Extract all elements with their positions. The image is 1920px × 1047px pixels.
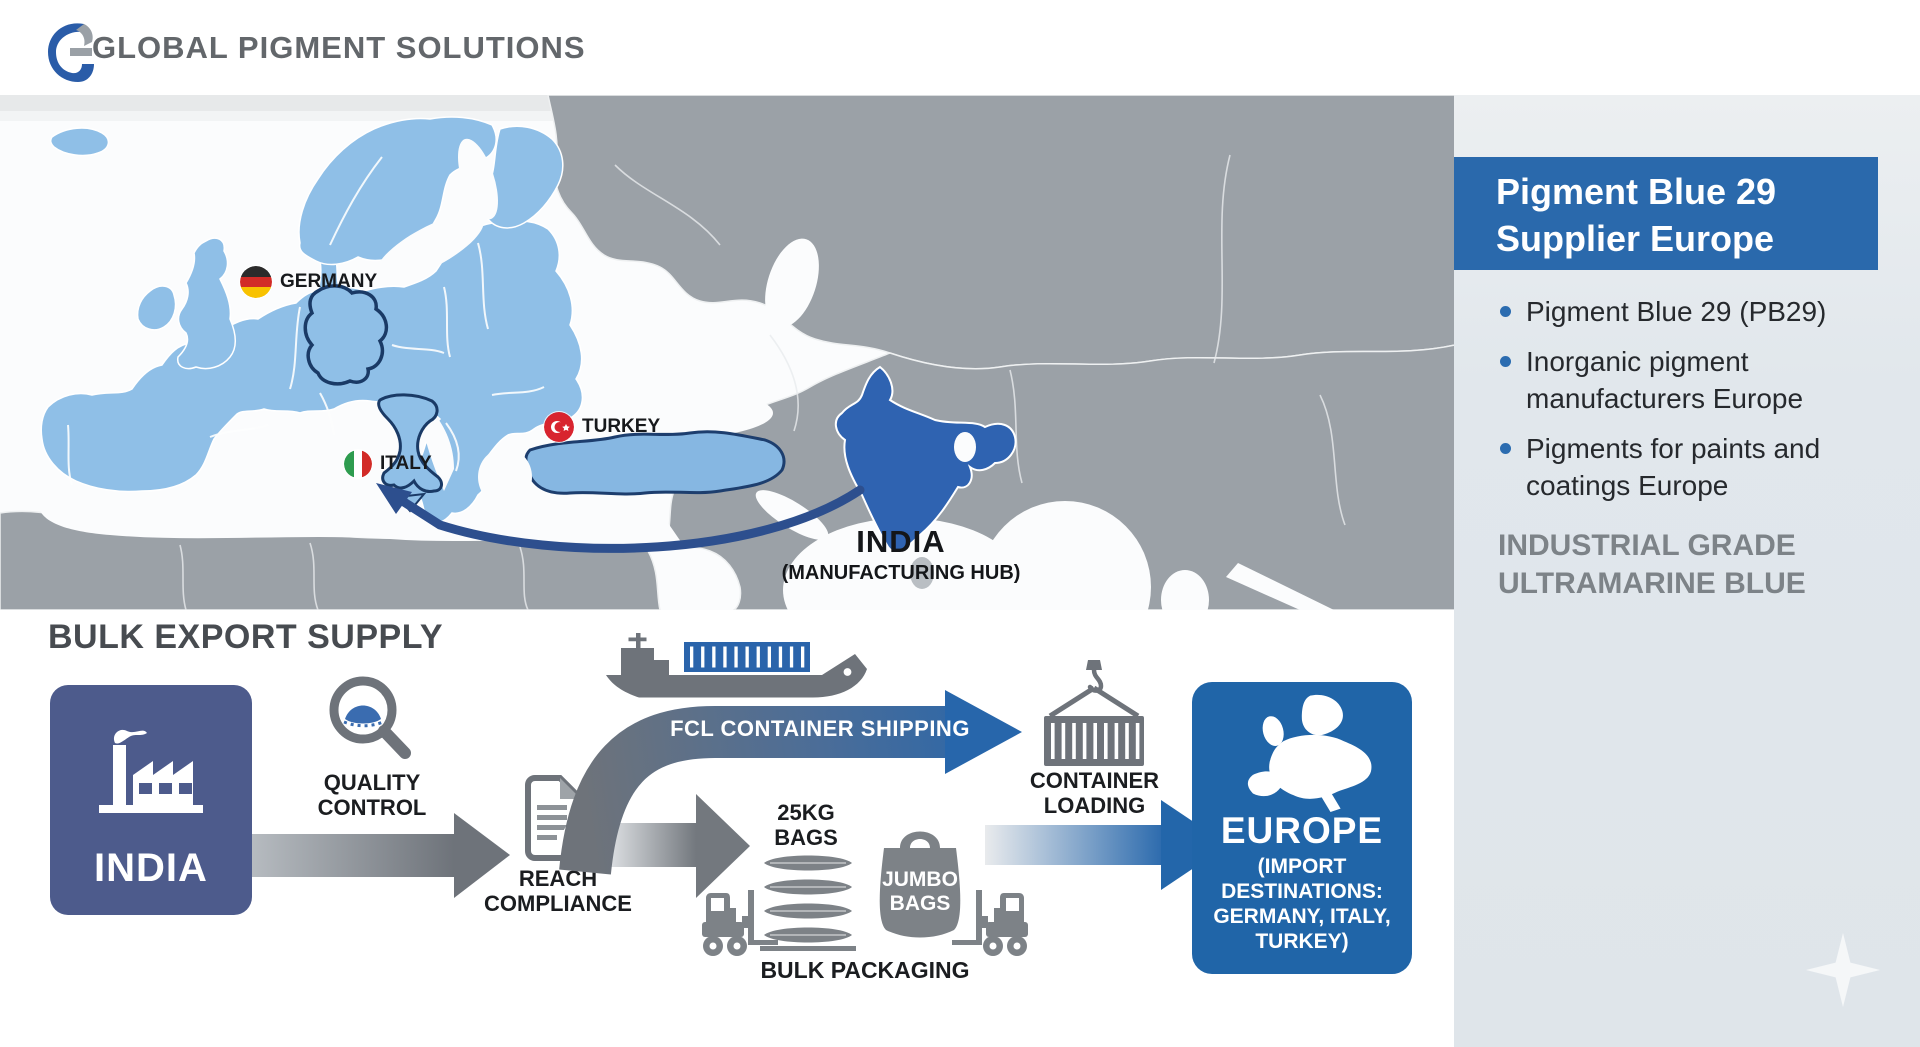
arrow-reach-to-packaging — [610, 794, 750, 898]
india-map-label: INDIA (MANUFACTURING HUB) — [776, 524, 1026, 585]
stacked-bags-icon — [760, 855, 856, 951]
arrow-india-to-qc — [252, 813, 510, 898]
flow-heading: BULK EXPORT SUPPLY — [48, 618, 444, 656]
quality-control-label: QUALITY CONTROL — [317, 770, 427, 820]
turkey-flag-icon — [544, 412, 574, 442]
jumbo-bag-icon — [879, 831, 961, 938]
italy-flag-icon — [344, 450, 372, 478]
europe-silhouette-icon — [1247, 694, 1372, 812]
bags-25kg-label: 25KG BAGS — [774, 800, 838, 850]
reach-compliance-label: REACH COMPLIANCE — [484, 866, 632, 916]
sidebar-bullet-3: Pigments for paints and coatings Europe — [1498, 430, 1900, 504]
germany-flag-icon — [240, 266, 272, 298]
sidebar-bullet-1: Pigment Blue 29 (PB29) — [1498, 293, 1900, 330]
fcl-shipping-label: FCL CONTAINER SHIPPING — [670, 716, 970, 741]
europe-box-subtitle: (IMPORT DESTINATIONS: GERMANY, ITALY, TU… — [1213, 855, 1391, 953]
india-source-label: INDIA — [94, 846, 208, 890]
quality-control-icon — [329, 676, 411, 759]
turkey-label-text: TURKEY — [582, 416, 661, 437]
italy-label-text: ITALY — [380, 453, 432, 474]
india-label-text: INDIA — [856, 524, 946, 559]
germany-label-text: GERMANY — [280, 271, 378, 292]
sparkle-icon — [1806, 933, 1880, 1007]
sidebar: Pigment Blue 29 Supplier Europe Pigment … — [1454, 95, 1920, 1047]
header: GLOBAL PIGMENT SOLUTIONS — [0, 0, 1920, 95]
map-india — [834, 365, 1017, 553]
india-sublabel-text: (MANUFACTURING HUB) — [781, 562, 1021, 584]
bulk-packaging-label: BULK PACKAGING — [760, 957, 970, 983]
sidebar-title: Pigment Blue 29 Supplier Europe — [1454, 157, 1878, 270]
india-source-box: INDIA — [50, 685, 252, 915]
world-map — [0, 95, 1455, 610]
forklift-right-icon — [952, 890, 1028, 956]
turkey-map-label: TURKEY — [544, 412, 660, 442]
brand-title: GLOBAL PIGMENT SOLUTIONS — [92, 30, 586, 65]
cargo-ship-icon — [606, 633, 867, 698]
container-loading-icon — [1044, 660, 1144, 766]
sidebar-note: INDUSTRIAL GRADE ULTRAMARINE BLUE — [1498, 529, 1806, 600]
factory-icon — [99, 729, 203, 813]
company-logo-icon — [48, 23, 94, 82]
forklift-left-icon — [702, 890, 778, 956]
europe-destination-box: EUROPE (IMPORT DESTINATIONS: GERMANY, IT… — [1192, 682, 1412, 974]
sidebar-bullet-list: Pigment Blue 29 (PB29) Inorganic pigment… — [1498, 293, 1900, 517]
sidebar-bullet-2: Inorganic pigment manufacturers Europe — [1498, 343, 1900, 417]
europe-box-title: EUROPE — [1220, 810, 1384, 851]
route-arrow — [376, 483, 865, 553]
map-italy-outline — [377, 393, 443, 493]
map-germany-outline — [303, 284, 389, 386]
jumbo-bag-label: JUMBO BAGS — [882, 868, 958, 915]
fcl-shipping-arrow — [559, 690, 1022, 875]
italy-map-label: ITALY — [344, 450, 432, 478]
germany-map-label: GERMANY — [240, 266, 377, 298]
container-loading-label: CONTAINER LOADING — [1029, 768, 1160, 818]
